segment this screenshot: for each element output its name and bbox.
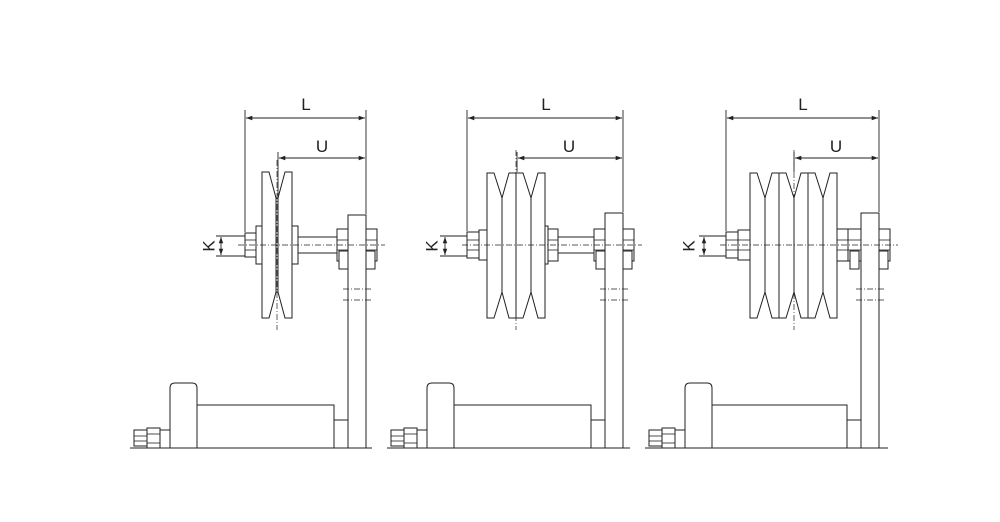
sheave-1 (749, 172, 780, 319)
base-clamp (648, 382, 862, 449)
dimension-u: U (277, 137, 365, 196)
dimension-u: U (793, 137, 878, 172)
sheave-1 (486, 172, 517, 319)
dimension-u: U (516, 137, 622, 172)
sheave-2 (515, 172, 549, 319)
dimension-k: K (679, 235, 726, 257)
dimension-l: L (244, 95, 367, 232)
pulley-assembly-single: L U K (130, 95, 385, 449)
base-clamp (133, 382, 349, 449)
dimension-k: K (422, 235, 467, 257)
label-l: L (798, 95, 807, 114)
dimension-l: L (725, 95, 880, 231)
sheave-2 (778, 172, 809, 319)
pulley-assembly-triple: L U K (645, 95, 898, 449)
sheave-3 (807, 172, 838, 319)
label-k: K (199, 240, 218, 252)
base-clamp (390, 382, 606, 449)
dimension-l: L (466, 95, 624, 231)
label-k: K (422, 240, 441, 252)
label-k: K (679, 240, 698, 252)
mounting-plate (347, 214, 367, 449)
mounting-plate (604, 212, 624, 449)
label-u: U (830, 137, 842, 156)
label-l: L (541, 95, 550, 114)
pulley-assembly-double: L U K (387, 95, 642, 449)
label-u: U (563, 137, 575, 156)
dimension-k: K (199, 235, 245, 257)
label-u: U (316, 137, 328, 156)
label-l: L (301, 95, 310, 114)
mounting-plate (860, 212, 880, 449)
